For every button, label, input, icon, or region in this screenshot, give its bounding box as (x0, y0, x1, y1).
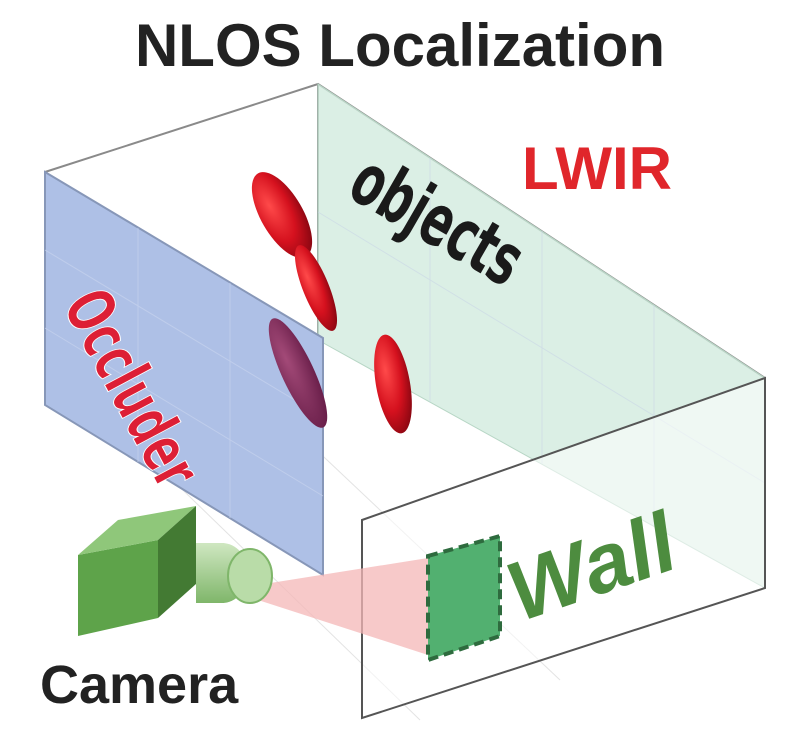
object-blob (268, 318, 328, 428)
hidden-objects (251, 172, 412, 434)
diagram-title: NLOS Localization (135, 12, 665, 79)
occluder-grid (44, 228, 324, 518)
modality-label: LWIR (522, 135, 672, 202)
object-blob (294, 245, 338, 331)
object-blob (251, 172, 313, 258)
camera-icon (78, 506, 273, 636)
wall-spot (426, 533, 502, 663)
camera-label: Camera (40, 655, 239, 715)
object-blob (374, 334, 412, 434)
camera-beam (258, 558, 428, 655)
